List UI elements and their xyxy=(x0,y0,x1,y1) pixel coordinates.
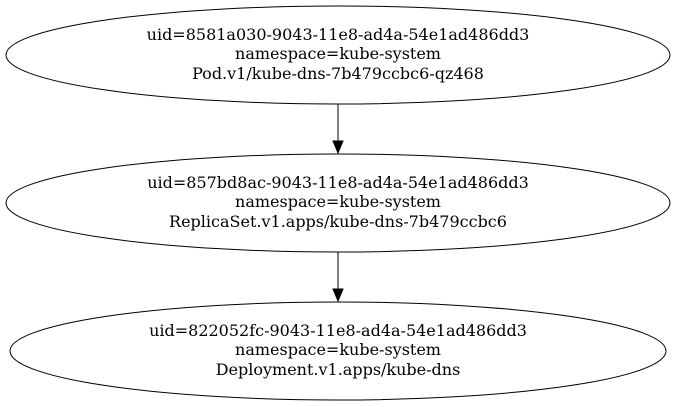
node-object-label: Deployment.v1.apps/kube-dns xyxy=(216,360,461,379)
node-uid-label: uid=822052fc-9043-11e8-ad4a-54e1ad486dd3 xyxy=(149,321,527,340)
graph-node-deployment[interactable]: uid=822052fc-9043-11e8-ad4a-54e1ad486dd3… xyxy=(9,301,667,401)
graph-node-pod[interactable]: uid=8581a030-9043-11e8-ad4a-54e1ad486dd3… xyxy=(5,5,671,105)
node-namespace-label: namespace=kube-system xyxy=(235,340,441,359)
graph-edge-replicaset-to-deployment xyxy=(332,252,344,303)
node-object-label: Pod.v1/kube-dns-7b479ccbc6-qz468 xyxy=(192,64,484,83)
node-uid-label: uid=8581a030-9043-11e8-ad4a-54e1ad486dd3 xyxy=(147,25,530,44)
node-object-label: ReplicaSet.v1.apps/kube-dns-7b479ccbc6 xyxy=(169,212,507,231)
arrowhead-icon xyxy=(332,288,344,303)
node-ellipse xyxy=(9,301,667,401)
graph-edge-pod-to-replicaset xyxy=(332,104,344,155)
node-namespace-label: namespace=kube-system xyxy=(235,192,441,211)
node-namespace-label: namespace=kube-system xyxy=(235,44,441,63)
arrowhead-icon xyxy=(332,140,344,155)
graph-node-replicaset[interactable]: uid=857bd8ac-9043-11e8-ad4a-54e1ad486dd3… xyxy=(5,153,671,253)
node-uid-label: uid=857bd8ac-9043-11e8-ad4a-54e1ad486dd3 xyxy=(147,173,529,192)
